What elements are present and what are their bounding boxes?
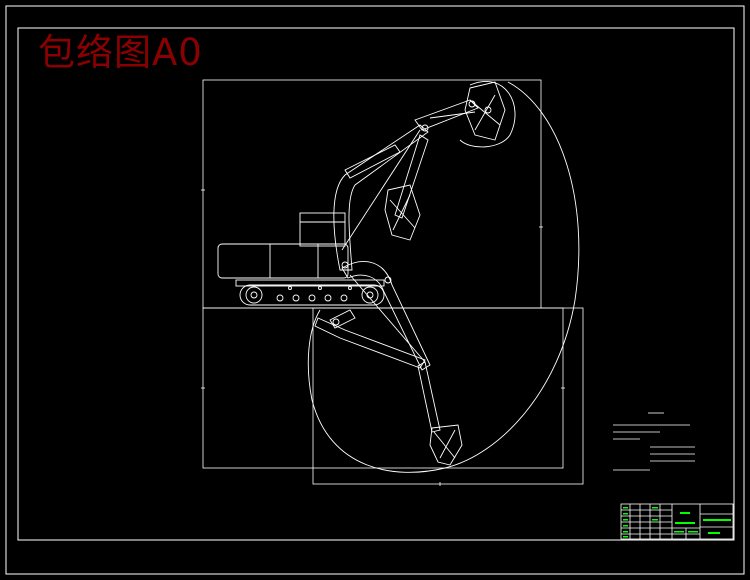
lower-envelope-frame — [202, 307, 564, 469]
boom-lowered — [341, 261, 431, 371]
upper-envelope-frame — [202, 79, 542, 309]
crawler-track — [239, 284, 385, 306]
bucket-lowered — [429, 424, 463, 466]
bucket-raised — [464, 81, 506, 141]
arm-lowered — [314, 309, 441, 433]
inner-border — [17, 27, 735, 541]
outer-border — [5, 5, 745, 575]
dimension-ticks — [201, 189, 565, 486]
title-block — [620, 503, 734, 540]
digging-envelope-curve — [307, 81, 580, 473]
technical-notes — [613, 412, 695, 471]
excavator-body — [217, 212, 385, 287]
depth-frame — [312, 307, 584, 485]
title-block-green-marks — [623, 507, 731, 538]
watermark-title: 包络图A0 — [38, 31, 203, 74]
bucket-mid — [384, 184, 421, 241]
